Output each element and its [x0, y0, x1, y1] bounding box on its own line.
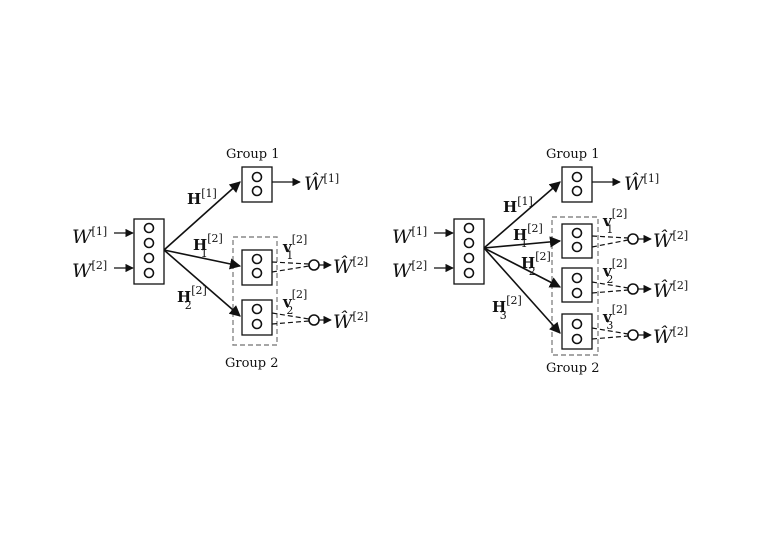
- left-group2-node: [251, 303, 263, 315]
- right-group1-label: Group 1: [546, 147, 600, 162]
- left-encoder-box: [133, 218, 165, 285]
- left-output-w2b: Ŵ[2]: [333, 310, 368, 333]
- left-group1-node: [251, 171, 263, 183]
- right-arrow-h1: [483, 181, 561, 249]
- right-encoder-node: [463, 222, 475, 234]
- right-input-w2: W[2]: [392, 259, 427, 282]
- right-arrow-h2-3: [483, 247, 561, 334]
- right-label-v2: v[2]2: [602, 257, 627, 286]
- left-label-v1: v[2]1: [282, 233, 307, 262]
- left-group2-label: Group 2: [225, 356, 279, 371]
- left-label-h1: H[1]: [187, 187, 217, 208]
- right-v-node-2: [627, 283, 639, 295]
- right-label-h21: H[2]1: [513, 222, 543, 250]
- left-label-v2: v[2]2: [282, 288, 307, 317]
- right-group2-node: [571, 241, 583, 253]
- right-label-h22: H[2]2: [521, 250, 551, 278]
- right-output-w1: Ŵ[1]: [624, 172, 659, 195]
- right-dash: [591, 335, 629, 340]
- left-arrow-h1: [163, 181, 241, 251]
- left-group1-node: [251, 185, 263, 197]
- left-encoder-node: [143, 237, 155, 249]
- right-diagram: W[1] W[2] Group 1 Ŵ[1] Group 2 H[1: [392, 147, 688, 376]
- right-output-w2c: Ŵ[2]: [653, 325, 688, 348]
- left-dash: [271, 261, 310, 265]
- left-dash: [271, 312, 310, 320]
- left-group2-container: [232, 236, 278, 346]
- right-dash: [591, 289, 629, 294]
- right-group2-node: [571, 318, 583, 330]
- left-encoder-node: [143, 252, 155, 264]
- right-group2-node: [571, 333, 583, 345]
- left-dash: [271, 265, 310, 273]
- left-label-h22: H[2]2: [177, 284, 207, 312]
- right-label-v3: v[2]3: [602, 303, 627, 332]
- left-label-h21: H[2]1: [193, 232, 223, 260]
- right-dash: [591, 281, 629, 289]
- right-v-node-1: [627, 233, 639, 245]
- right-output-w2b: Ŵ[2]: [653, 279, 688, 302]
- right-encoder-node: [463, 237, 475, 249]
- left-group2-node: [251, 267, 263, 279]
- right-group2-box-1: [561, 223, 593, 259]
- right-arrow-h2-2: [483, 247, 561, 288]
- left-arrow-h2-1: [163, 249, 242, 270]
- right-label-v1: v[2]1: [602, 207, 627, 236]
- left-group1-label: Group 1: [226, 147, 280, 162]
- right-group2-node: [571, 287, 583, 299]
- right-label-h1: H[1]: [503, 195, 533, 216]
- right-input-w1: W[1]: [392, 225, 427, 248]
- right-encoder-box: [453, 218, 485, 285]
- right-arrow-h2-1: [483, 236, 562, 249]
- left-group2-node: [251, 253, 263, 265]
- left-encoder-node: [143, 222, 155, 234]
- left-output-w1: Ŵ[1]: [304, 172, 339, 195]
- right-group2-node: [571, 272, 583, 284]
- left-arrow-h2-2: [163, 249, 241, 317]
- right-encoder-node: [463, 267, 475, 279]
- left-diagram: W[1] W[2] Group 1 Ŵ[1] Group 2 H[1] H[2]…: [72, 147, 368, 371]
- right-v-node-3: [627, 329, 639, 341]
- right-dash: [591, 235, 629, 239]
- left-output-w2a: Ŵ[2]: [333, 255, 368, 278]
- left-input-w2: W[2]: [72, 259, 107, 282]
- right-group2-node: [571, 227, 583, 239]
- left-encoder-node: [143, 267, 155, 279]
- right-encoder-node: [463, 252, 475, 264]
- right-group1-node: [571, 171, 583, 183]
- right-dash: [591, 239, 629, 248]
- right-group1-node: [571, 185, 583, 197]
- left-v-node-1: [308, 259, 320, 271]
- right-output-w2a: Ŵ[2]: [653, 229, 688, 252]
- right-dash: [591, 327, 629, 335]
- left-dash: [271, 320, 310, 325]
- left-v-node-2: [308, 314, 320, 326]
- right-label-h23: H[2]3: [492, 294, 522, 322]
- left-input-w1: W[1]: [72, 225, 107, 248]
- left-group2-node: [251, 318, 263, 330]
- right-group2-label: Group 2: [546, 361, 600, 376]
- left-group2-box-1: [241, 249, 273, 286]
